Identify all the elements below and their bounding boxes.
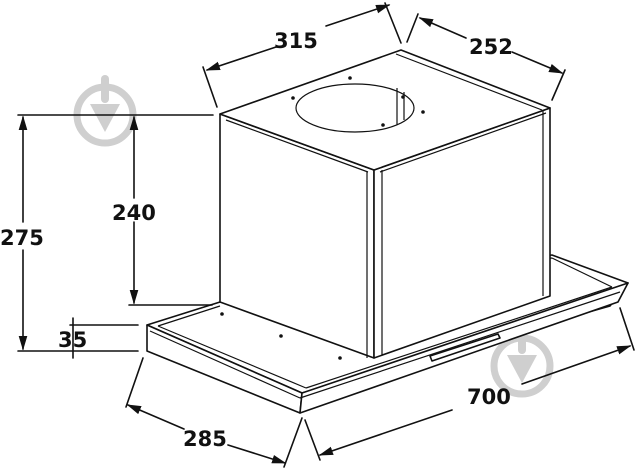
label-315: 315 xyxy=(274,29,318,53)
dimension-chimney-width: 315 xyxy=(202,2,402,108)
dimension-canopy-width: 700 xyxy=(304,307,635,461)
dimension-canopy-depth: 285 xyxy=(125,357,303,468)
watermark-download-icon xyxy=(73,75,137,147)
dimension-chimney-depth: 252 xyxy=(406,13,566,101)
dimension-canopy-thickness: 35 xyxy=(17,317,139,359)
label-275: 275 xyxy=(0,226,44,250)
label-285: 285 xyxy=(183,427,227,451)
label-252: 252 xyxy=(469,35,513,59)
dimension-chimney-height: 240 xyxy=(112,115,213,306)
label-700: 700 xyxy=(467,385,511,409)
dimension-total-height: 275 xyxy=(0,115,44,351)
label-240: 240 xyxy=(112,201,156,225)
label-35: 35 xyxy=(58,328,87,352)
chimney-box xyxy=(219,49,551,359)
